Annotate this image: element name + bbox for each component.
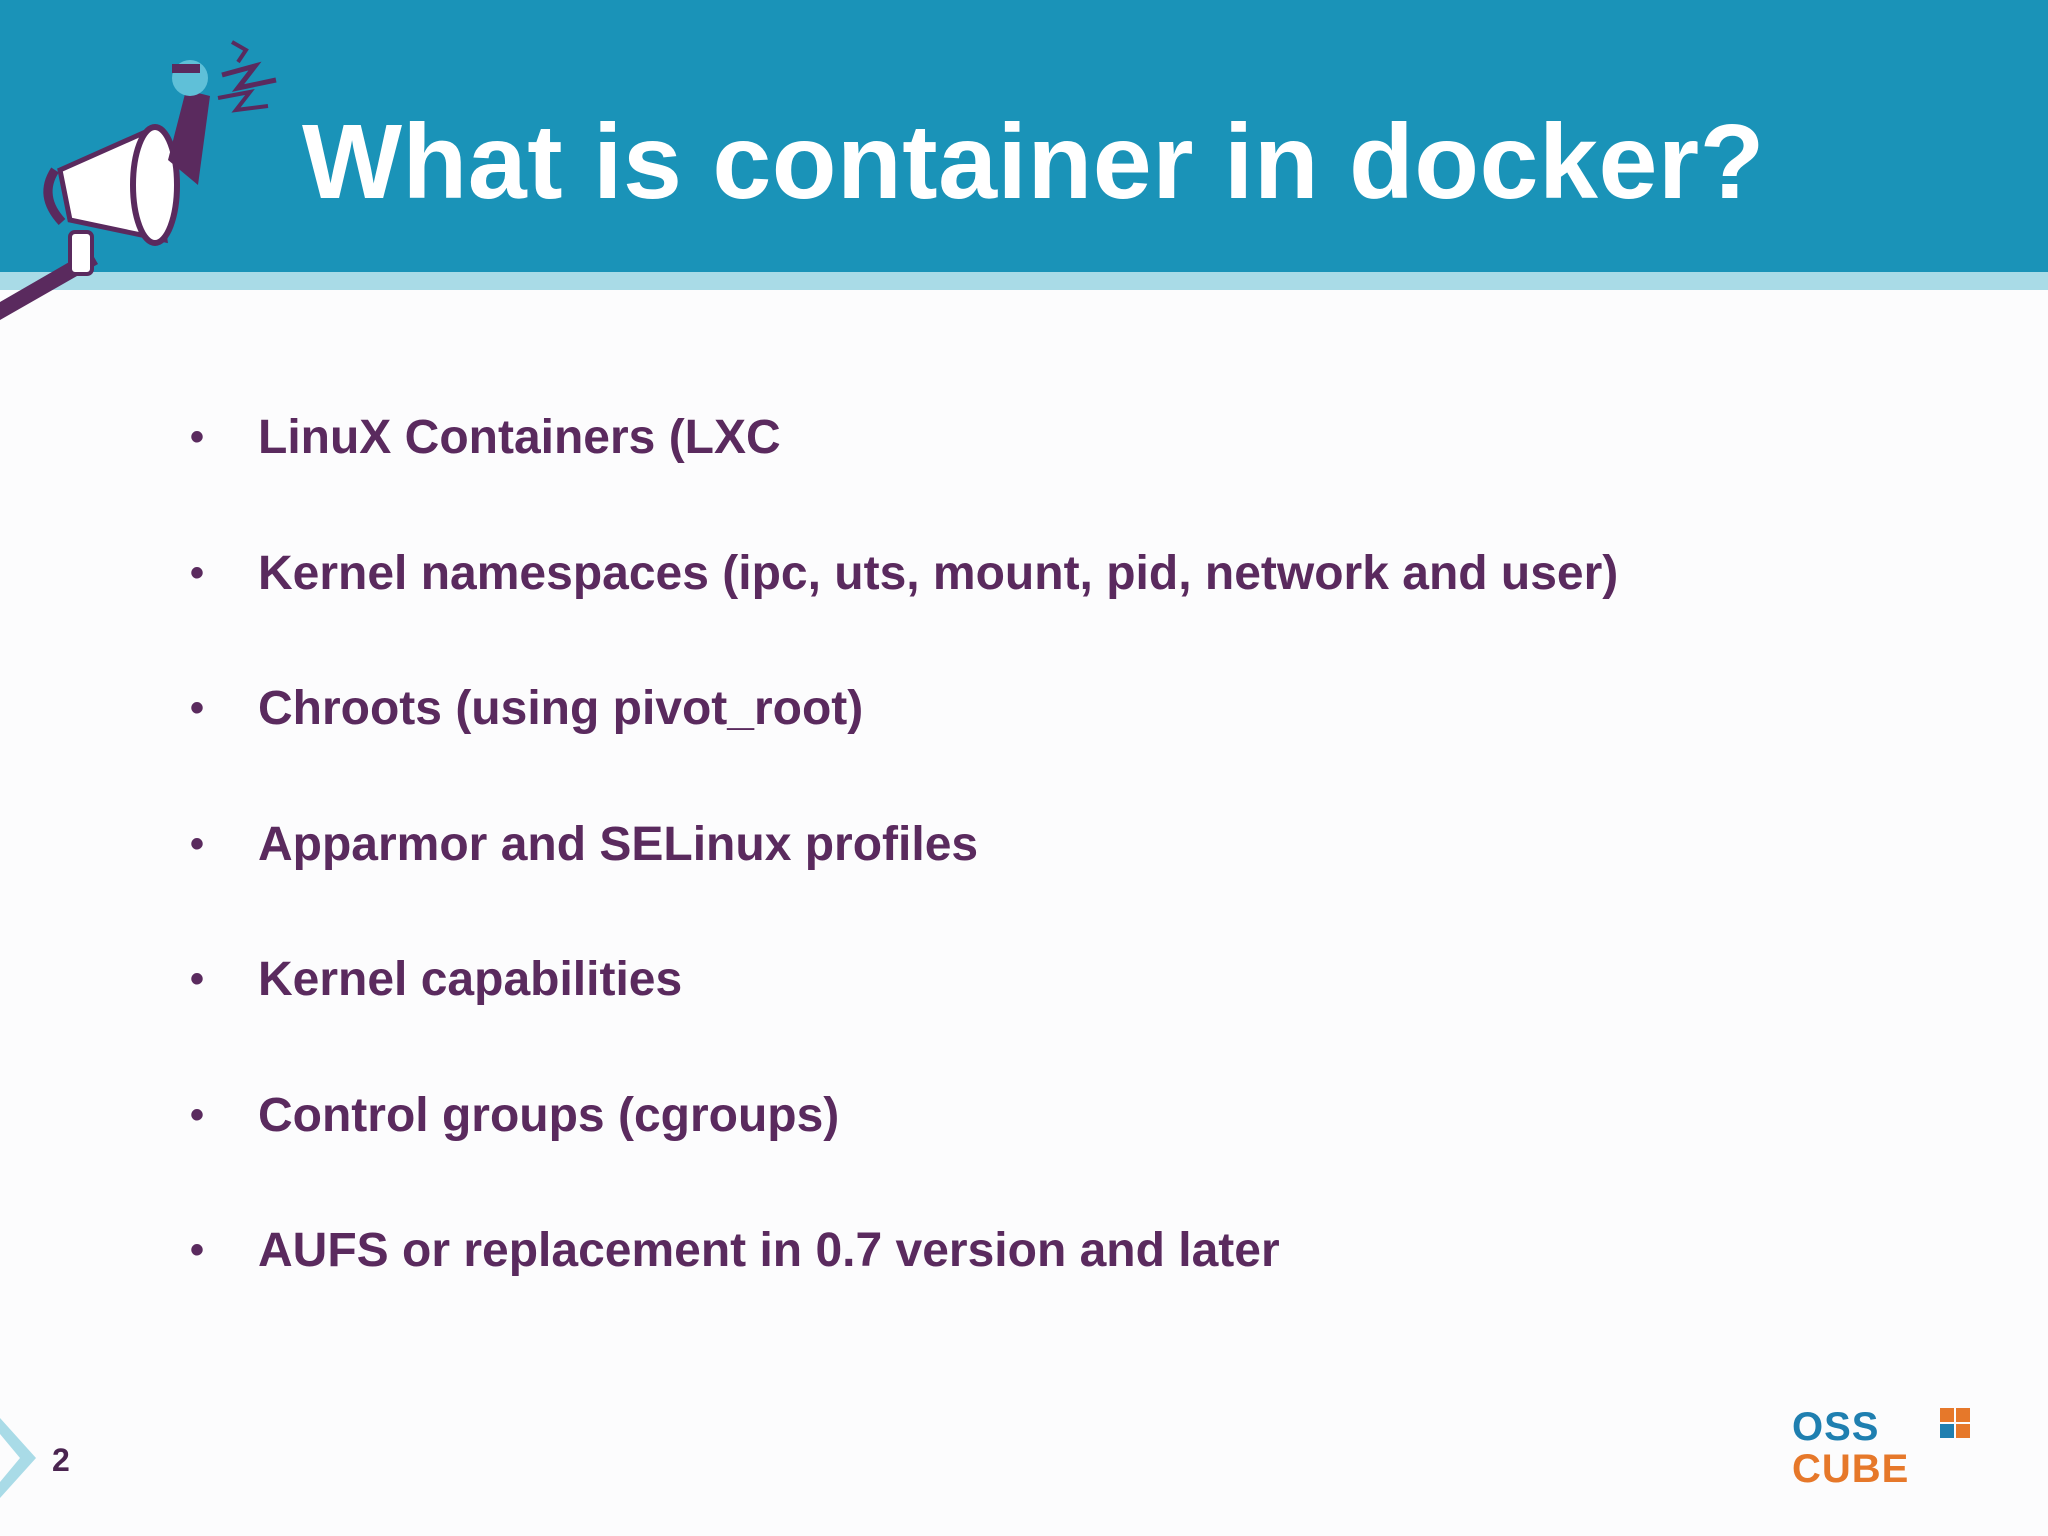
list-item: • Chroots (using pivot_root) bbox=[190, 641, 1618, 777]
list-item: • Apparmor and SELinux profiles bbox=[190, 777, 1618, 913]
bullet-marker: • bbox=[190, 1092, 205, 1137]
bullet-text: Control groups (cgroups) bbox=[258, 1088, 840, 1142]
list-item: • Kernel capabilities bbox=[190, 912, 1618, 1048]
bullet-marker: • bbox=[190, 686, 205, 731]
list-item: • AUFS or replacement in 0.7 version and… bbox=[190, 1183, 1618, 1319]
osscube-logo: OSS CUBE bbox=[1792, 1405, 1970, 1490]
slide-title: What is container in docker? bbox=[302, 103, 1765, 221]
logo-cube-icon bbox=[1940, 1408, 1970, 1438]
bullet-marker: • bbox=[190, 957, 205, 1002]
megaphone-icon bbox=[0, 40, 277, 320]
bullet-text: Apparmor and SELinux profiles bbox=[258, 817, 979, 871]
list-item: • Kernel namespaces (ipc, uts, mount, pi… bbox=[190, 506, 1618, 642]
bullet-text: Chroots (using pivot_root) bbox=[258, 682, 864, 736]
header-band bbox=[0, 0, 2048, 272]
list-item: • LinuX Containers (LXC bbox=[190, 370, 1618, 506]
page-number: 2 bbox=[52, 1442, 70, 1478]
bullet-list: • LinuX Containers (LXC • Kernel namespa… bbox=[190, 370, 1618, 1319]
bullet-marker: • bbox=[190, 550, 205, 595]
bullet-marker: • bbox=[190, 1228, 205, 1273]
page-marker-icon bbox=[0, 1418, 36, 1498]
bullet-marker: • bbox=[190, 415, 205, 460]
bullet-text: Kernel namespaces (ipc, uts, mount, pid,… bbox=[258, 546, 1619, 600]
header-stripe bbox=[0, 272, 2048, 290]
bullet-text: AUFS or replacement in 0.7 version and l… bbox=[258, 1224, 1280, 1278]
logo-line-oss: OSS bbox=[1792, 1405, 1879, 1449]
list-item: • Control groups (cgroups) bbox=[190, 1048, 1618, 1184]
bullet-marker: • bbox=[190, 821, 205, 866]
bullet-text: Kernel capabilities bbox=[258, 953, 683, 1007]
logo-line-cube: CUBE bbox=[1792, 1447, 1909, 1490]
bullet-text: LinuX Containers (LXC bbox=[258, 411, 781, 465]
